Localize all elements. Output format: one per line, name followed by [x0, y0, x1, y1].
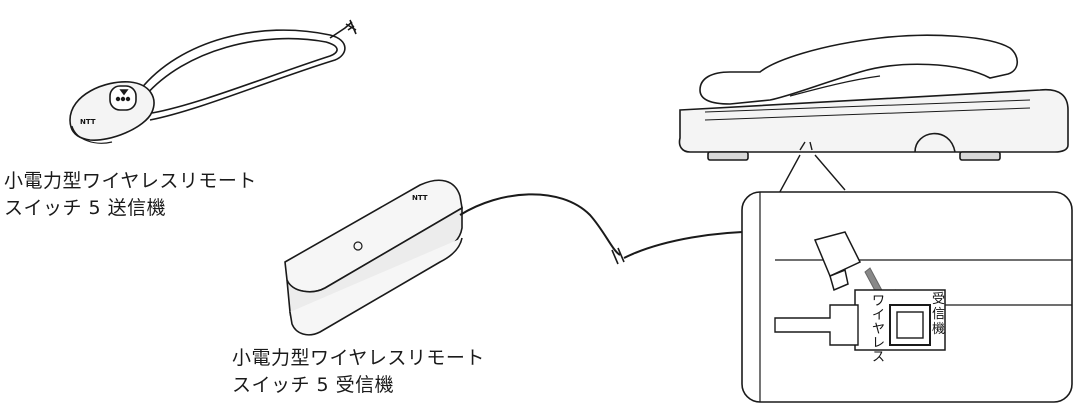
svg-text:機: 機	[932, 322, 945, 337]
cable-break-mark	[612, 248, 624, 264]
jack-wireless-label: ワ イ ヤ レ ス	[872, 294, 885, 365]
receiver-label-line1: 小電力型ワイヤレスリモート	[232, 345, 485, 372]
transmitter-label: 小電力型ワイヤレスリモート スイッチ 5 送信機	[4, 168, 257, 222]
telephone	[679, 35, 1068, 160]
receiver-unit	[285, 180, 462, 335]
receiver-logo: NTT	[412, 194, 428, 202]
svg-text:ス: ス	[872, 350, 885, 365]
svg-text:イ: イ	[872, 308, 885, 323]
transmitter-logo: NTT	[80, 118, 96, 126]
svg-text:レ: レ	[872, 336, 885, 351]
svg-text:ワ: ワ	[872, 294, 885, 309]
transmitter-pendant	[70, 20, 356, 143]
transmitter-label-line2: スイッチ 5 送信機	[4, 195, 257, 222]
jack-receiver-label: 受 信 機	[932, 292, 945, 337]
receiver-jack	[890, 305, 930, 345]
cable	[460, 194, 620, 255]
transmitter-label-line1: 小電力型ワイヤレスリモート	[4, 168, 257, 195]
receiver-label-line2: スイッチ 5 受信機	[232, 372, 485, 399]
receiver-label: 小電力型ワイヤレスリモート スイッチ 5 受信機	[232, 345, 485, 399]
svg-text:受: 受	[932, 292, 945, 307]
svg-text:ヤ: ヤ	[872, 322, 885, 337]
svg-text:信: 信	[932, 307, 945, 322]
